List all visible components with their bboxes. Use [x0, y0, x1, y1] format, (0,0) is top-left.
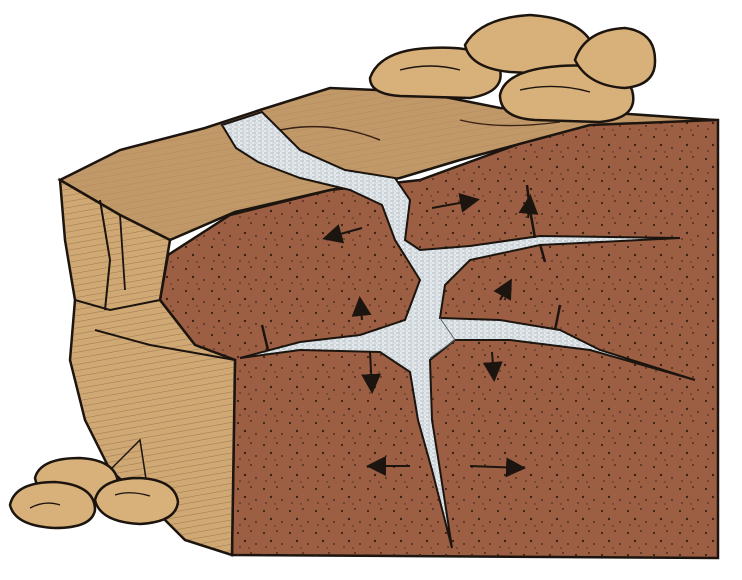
debris-2: [10, 482, 95, 528]
debris-3: [95, 478, 178, 524]
